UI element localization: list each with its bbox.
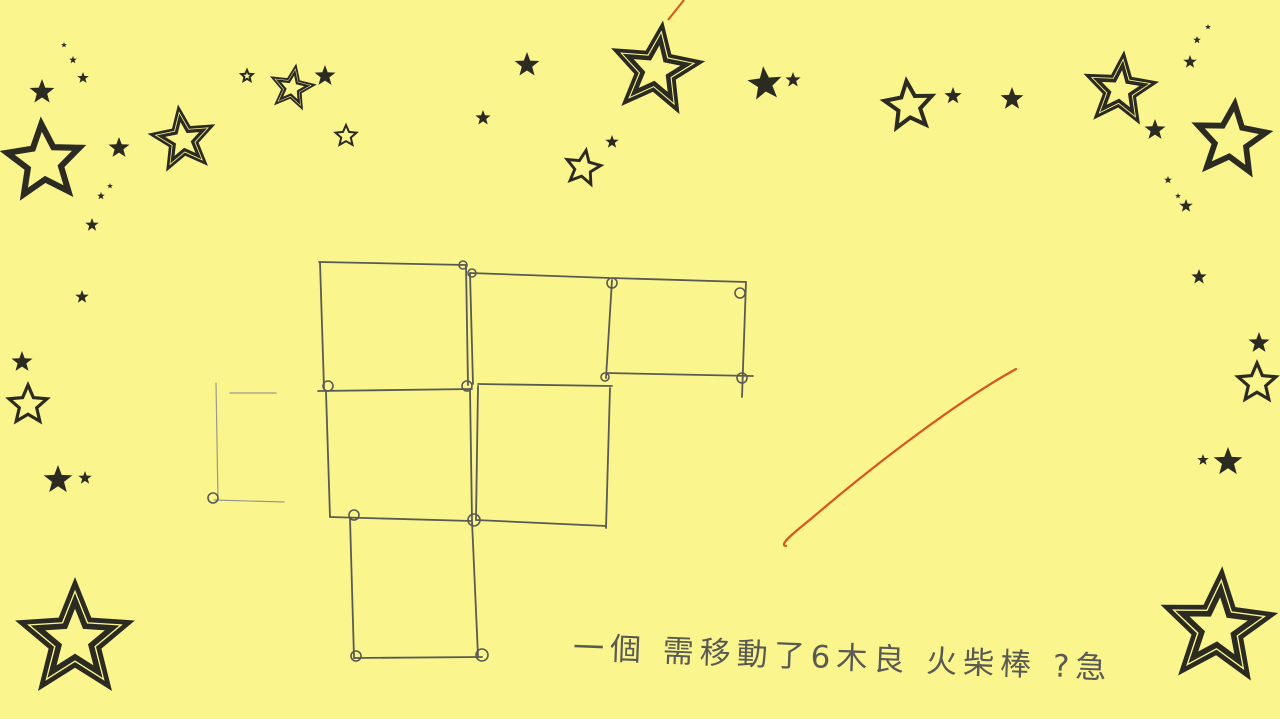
star-decoration <box>97 192 105 200</box>
star-decoration <box>1175 193 1181 199</box>
star-decoration <box>333 122 359 147</box>
star-decoration <box>563 146 605 188</box>
star-decoration <box>879 76 937 133</box>
star-decoration-core <box>275 69 311 105</box>
star-decoration-core <box>1092 60 1150 116</box>
star-decoration <box>29 79 55 103</box>
star-decoration <box>785 72 801 87</box>
star-decoration <box>61 42 67 48</box>
star-decoration <box>69 56 77 64</box>
star-decoration <box>747 66 782 100</box>
star-decoration <box>944 87 962 104</box>
star-decoration <box>78 471 92 484</box>
star-decoration <box>1191 269 1207 284</box>
star-decoration <box>1179 199 1193 212</box>
star-decoration-core <box>1175 582 1263 668</box>
star-decoration <box>107 183 113 189</box>
star-decoration-core <box>622 33 693 103</box>
star-decoration <box>1191 96 1274 178</box>
star-decoration <box>1144 119 1166 139</box>
star-decoration <box>1197 454 1209 465</box>
star-decoration <box>5 380 51 425</box>
star-decoration <box>75 290 89 303</box>
star-decoration-core <box>30 593 120 678</box>
star-decoration <box>11 351 33 371</box>
star-decoration <box>1248 332 1270 352</box>
star-decoration <box>108 137 130 157</box>
star-decoration-core <box>156 113 208 164</box>
star-decoration <box>0 116 87 201</box>
joint-marks <box>207 260 748 662</box>
star-decoration <box>1234 358 1280 403</box>
star-decoration <box>1205 24 1211 30</box>
red-pencil-stroke-top <box>667 0 685 21</box>
star-border <box>0 20 1280 691</box>
star-decoration <box>1000 87 1024 109</box>
star-decoration <box>1213 447 1243 475</box>
star-decoration <box>1193 36 1201 44</box>
star-decoration <box>1183 55 1197 68</box>
matchstick-squares <box>213 261 754 659</box>
star-decoration <box>514 52 540 76</box>
star-decoration <box>475 110 491 125</box>
star-decoration <box>85 218 99 231</box>
star-decoration <box>314 65 336 85</box>
red-pencil-stroke <box>783 367 1018 548</box>
star-decoration-inner <box>27 589 123 681</box>
star-decoration <box>238 67 256 83</box>
star-decoration <box>77 72 89 83</box>
star-decoration <box>43 465 73 493</box>
star-decoration <box>605 135 619 148</box>
star-decoration <box>1164 176 1172 184</box>
